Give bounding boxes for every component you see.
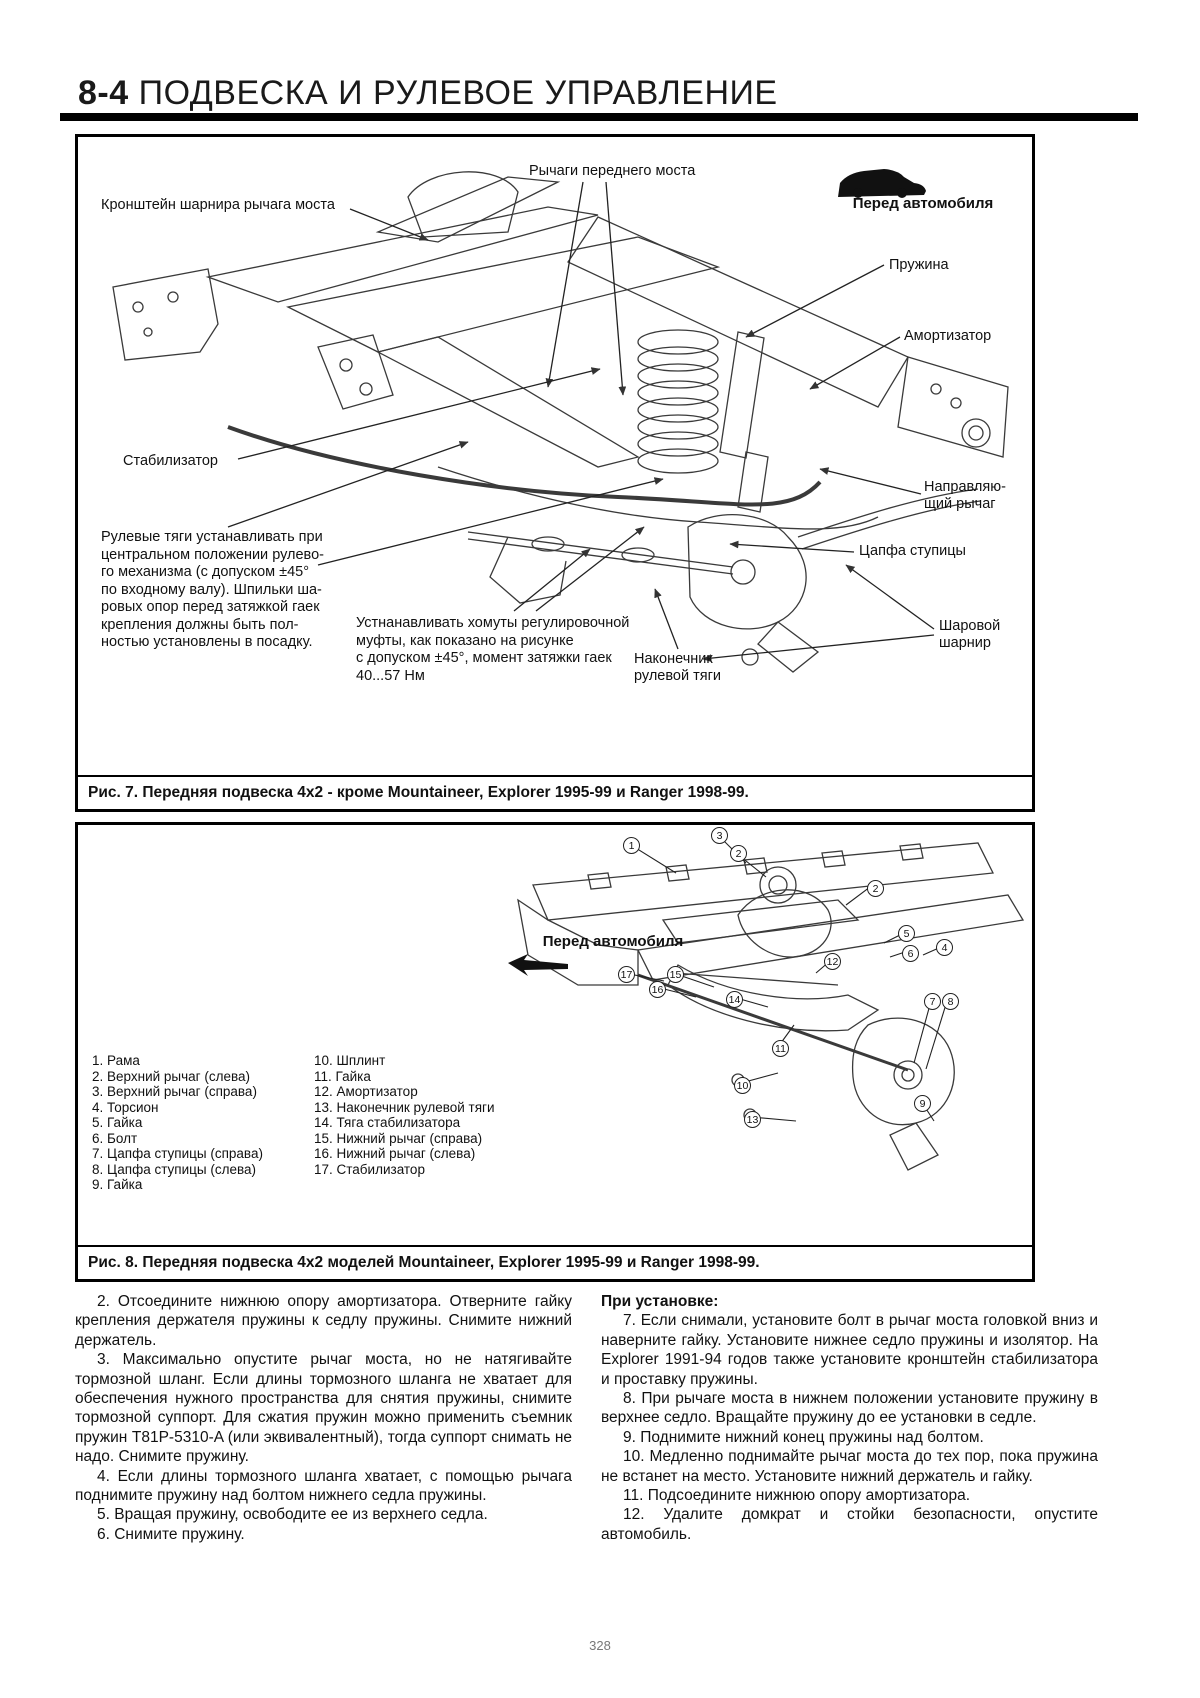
parts-list-item: 4. Торсион [92, 1099, 159, 1115]
instruction-step: 5. Вращая пружину, освободите ее из верх… [97, 1506, 488, 1524]
instruction-step: 4. Если длины тормозного шланга хватает,… [75, 1467, 572, 1505]
instruction-step: 7. Если снимали, установите болт в рычаг… [601, 1312, 1098, 1388]
parts-list-item: 1. Рама [92, 1053, 140, 1068]
parts-list-item: 11. Гайка [314, 1068, 371, 1084]
parts-list-item: 15. Нижний рычаг (справа) [314, 1130, 483, 1146]
label-ball-joint: Шаровой шарнир [939, 618, 1001, 651]
callout-number: 2 [730, 845, 747, 862]
instruction-step: 6. Снимите пружину. [97, 1525, 245, 1543]
parts-list-item: 5. Гайка [92, 1115, 143, 1130]
parts-list-item: 17. Стабилизатор [314, 1161, 425, 1177]
callout-number: 11 [772, 1040, 789, 1057]
callout-number: 2 [867, 880, 884, 897]
parts-list-item: 9. Гайка [92, 1177, 143, 1192]
label-guide-arm: Направляю- щий рычаг [924, 479, 1006, 512]
callout-number: 4 [936, 939, 953, 956]
note-tie-rods: Рулевые тяги устанавливать при центральн… [101, 529, 324, 650]
callout-number: 5 [898, 925, 915, 942]
figure-7-caption: Рис. 7. Передняя подвеска 4х2 - кроме Mo… [78, 775, 1032, 809]
instructions-right-column: При установке: 7. Если снимали, установи… [601, 1292, 1098, 1544]
callout-number: 15 [667, 966, 684, 983]
callout-number: 1 [623, 837, 640, 854]
callout-number: 14 [726, 991, 743, 1008]
callout-number: 7 [924, 993, 941, 1010]
header-rule [60, 113, 1138, 121]
note-clamps: Устнанавливать хомуты регулировочной муф… [356, 615, 630, 684]
figure-8: Перед автомобиля 1 3 2 2 5 6 4 7 8 12 11… [75, 822, 1035, 1282]
section-number: 8-4 [78, 74, 129, 112]
instruction-step: 10. Медленно поднимайте рычаг моста до т… [601, 1448, 1098, 1485]
label-shock: Амортизатор [904, 328, 992, 344]
front-of-car-label-fig7: Перед автомобиля [852, 195, 994, 212]
figure-8-caption: Рис. 8. Передняя подвеска 4х2 моделей Mo… [78, 1245, 1032, 1279]
label-front-arms: Рычаги переднего моста [529, 163, 696, 179]
parts-list-item: 13. Наконечник рулевой тяги [314, 1099, 495, 1115]
instruction-step: 9. Поднимите нижний конец пружины над бо… [623, 1428, 984, 1446]
parts-list-col2: 10. Шплинт 11. Гайка 12. Амортизатор 13.… [314, 1053, 495, 1177]
instruction-step: 2. Отсоедините нижнюю опору амортизатора… [75, 1293, 572, 1349]
instruction-step: 3. Максимально опустите рычаг моста, но … [75, 1351, 572, 1466]
parts-list-item: 6. Болт [92, 1130, 138, 1146]
parts-list-item: 14. Тяга стабилизатора [314, 1115, 461, 1130]
parts-list-item: 12. Амортизатор [314, 1084, 418, 1099]
parts-list-item: 7. Цапфа ступицы (справа) [92, 1146, 263, 1161]
parts-list-item: 2. Верхний рычаг (слева) [92, 1068, 250, 1084]
label-spring: Пружина [889, 257, 949, 273]
callout-number: 12 [824, 953, 841, 970]
parts-list-col1: 1. Рама 2. Верхний рычаг (слева) 3. Верх… [92, 1053, 263, 1193]
front-direction-arrow-icon [508, 954, 568, 976]
label-bracket: Кронштейн шарнира рычага моста [101, 197, 335, 213]
callout-number: 9 [914, 1095, 931, 1112]
label-tie-rod-end: Наконечник рулевой тяги [634, 651, 721, 684]
instruction-step: 8. При рычаге моста в нижнем положении у… [601, 1390, 1098, 1427]
callout-number: 10 [734, 1077, 751, 1094]
parts-list-item: 8. Цапфа ступицы (слева) [92, 1161, 257, 1177]
fig7-diagram-art [112, 169, 1009, 673]
parts-list-item: 16. Нижний рычаг (слева) [314, 1146, 476, 1161]
callout-number: 17 [618, 966, 635, 983]
page-number: 328 [589, 1638, 611, 1653]
callout-number: 3 [711, 827, 728, 844]
instruction-step: 12. Удалите домкрат и стойки безопасност… [601, 1506, 1098, 1543]
label-stabilizer: Стабилизатор [123, 453, 218, 469]
figure-7: Кронштейн шарнира рычага моста Рычаги пе… [75, 134, 1035, 812]
callout-number: 8 [942, 993, 959, 1010]
callout-number: 6 [902, 945, 919, 962]
parts-list-item: 3. Верхний рычаг (справа) [92, 1084, 257, 1099]
installation-subheading: При установке: [601, 1293, 719, 1310]
label-hub-knuckle: Цапфа ступицы [859, 543, 966, 559]
callout-number: 13 [744, 1111, 761, 1128]
callout-number: 16 [649, 981, 666, 998]
front-of-car-label-fig8: Перед автомобиля [542, 933, 684, 950]
instruction-step: 11. Подсоедините нижнюю опору амортизато… [623, 1487, 971, 1505]
instructions-left-column: 2. Отсоедините нижнюю опору амортизатора… [75, 1292, 572, 1544]
page-title: ПОДВЕСКА И РУЛЕВОЕ УПРАВЛЕНИЕ [138, 74, 778, 112]
car-silhouette-icon [838, 169, 926, 198]
parts-list-item: 10. Шплинт [314, 1053, 386, 1068]
